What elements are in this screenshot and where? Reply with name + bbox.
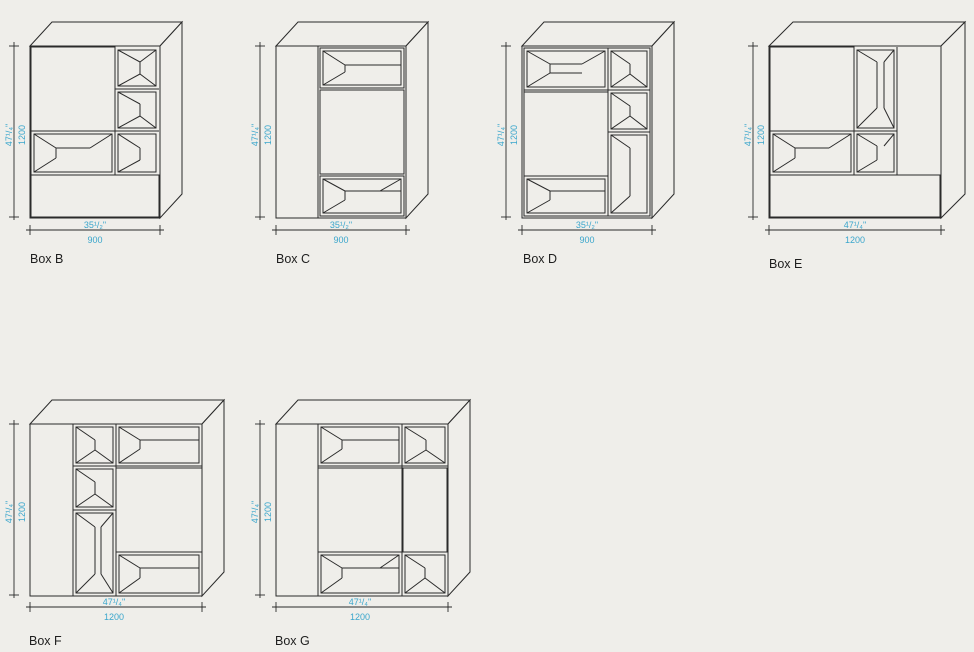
box-g-width-dimension: 47¹/₄" 1200 (272, 597, 452, 622)
box-f-width-mm: 1200 (104, 612, 124, 622)
box-f-height-dimension: 47¹/₄" 1200 (4, 420, 27, 598)
box-g-cabinet (274, 398, 472, 598)
box-f: 47¹/₄" 1200 47¹/₄" 1200 Box F (4, 398, 226, 648)
box-g-width-in: 47¹/₄" (349, 597, 371, 607)
box-f-width-in: 47¹/₄" (103, 597, 125, 607)
box-b-label: Box B (30, 252, 63, 266)
box-f-label: Box F (29, 634, 62, 648)
box-c-width-dimension: 35¹/₂" 900 (272, 220, 410, 245)
box-c-cabinet (274, 20, 430, 220)
box-b: 47¹/₄" 1200 35¹/₂" 900 Box B (4, 20, 184, 266)
box-e-height-mm: 1200 (756, 125, 766, 145)
box-c-width-mm: 900 (333, 235, 348, 245)
box-d-height-mm: 1200 (509, 125, 519, 145)
box-c-height-mm: 1200 (263, 125, 273, 145)
box-b-width-in: 35¹/₂" (84, 220, 106, 230)
box-c-width-in: 35¹/₂" (330, 220, 352, 230)
box-e-width-in: 47¹/₄" (844, 220, 866, 230)
box-d-width-dimension: 35¹/₂" 900 (518, 220, 656, 245)
box-d-height-in: 47¹/₄" (496, 124, 506, 146)
box-c-height-dimension: 47¹/₄" 1200 (250, 42, 273, 220)
box-d-cabinet (520, 20, 676, 220)
box-e-height-dimension: 47¹/₄" 1200 (743, 42, 766, 220)
box-d: 47¹/₄" 1200 35¹/₂" 900 Box D (496, 20, 676, 266)
box-e: 47¹/₄" 1200 47¹/₄" 1200 Box E (743, 20, 967, 271)
box-g-height-in: 47¹/₄" (250, 501, 260, 523)
box-c-label: Box C (276, 252, 310, 266)
box-e-cabinet (767, 20, 967, 220)
box-b-width-dimension: 35¹/₂" 900 (26, 220, 164, 245)
box-g-height-dimension: 47¹/₄" 1200 (250, 420, 273, 598)
box-d-width-in: 35¹/₂" (576, 220, 598, 230)
box-d-label: Box D (523, 252, 557, 266)
box-g-width-mm: 1200 (350, 612, 370, 622)
box-e-width-dimension: 47¹/₄" 1200 (765, 220, 945, 245)
box-f-cabinet (28, 398, 226, 598)
box-f-height-in: 47¹/₄" (4, 501, 14, 523)
box-e-width-mm: 1200 (845, 235, 865, 245)
box-b-height-mm: 1200 (17, 125, 27, 145)
box-g-height-mm: 1200 (263, 502, 273, 522)
box-c-height-in: 47¹/₄" (250, 124, 260, 146)
box-b-cabinet (28, 20, 184, 220)
box-d-width-mm: 900 (579, 235, 594, 245)
box-b-height-dimension: 47¹/₄" 1200 (4, 42, 27, 220)
box-f-height-mm: 1200 (17, 502, 27, 522)
box-g: 47¹/₄" 1200 47¹/₄" 1200 Box G (250, 398, 472, 648)
box-e-height-in: 47¹/₄" (743, 124, 753, 146)
box-b-width-mm: 900 (87, 235, 102, 245)
box-c: 47¹/₄" 1200 35¹/₂" 900 Box C (250, 20, 430, 266)
box-e-label: Box E (769, 257, 802, 271)
box-g-label: Box G (275, 634, 310, 648)
box-d-height-dimension: 47¹/₄" 1200 (496, 42, 519, 220)
box-f-width-dimension: 47¹/₄" 1200 (26, 597, 206, 622)
box-b-height-in: 47¹/₄" (4, 124, 14, 146)
